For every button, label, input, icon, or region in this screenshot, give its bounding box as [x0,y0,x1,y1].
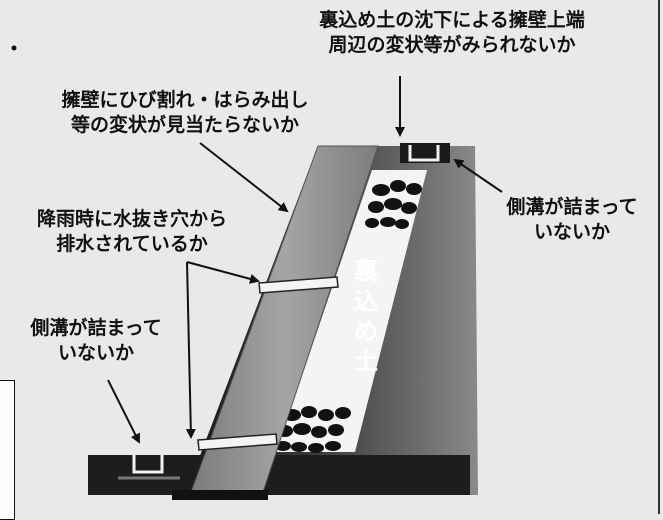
callout-right-ditch-line-1: 側溝が詰まって [506,196,638,218]
callout-bottom-ditch: 側溝が詰まって いないか [16,316,176,366]
right-border-line [658,0,660,514]
callout-bottom-ditch-line-1: 側溝が詰まって [30,317,162,339]
bottom-ditch [118,455,180,480]
callout-right-ditch-line-2: いないか [533,221,610,243]
arrow-bottom-ditch [107,379,140,444]
page-mark-dot [11,45,17,51]
callout-right-ditch: 側溝が詰まって いないか [492,195,652,245]
top-ditch [400,143,450,163]
callout-weep-line-2: 排水されているか [56,233,208,255]
callout-crack-line-1: 擁壁にひび割れ・はらみ出し [61,89,309,111]
callout-crack-line-2: 等の変状が見当たらないか [70,114,299,136]
callout-top-line-1: 裏込め土の沈下による擁壁上端 [319,9,585,31]
arrow-weep-upper [186,261,260,284]
arrow-right-ditch [453,158,503,193]
backfill-label: 裏 込 め 土 [351,256,381,376]
wall-footing [172,490,268,500]
callout-top-settlement: 裏込め土の沈下による擁壁上端 周辺の変状等がみられないか [297,8,607,58]
callout-top-line-2: 周辺の変状等がみられないか [328,34,576,56]
arrow-weep-lower [185,261,196,439]
backfill-char-2: 込 [354,287,378,315]
arrow-wall-crack [199,142,289,213]
gravel-top [365,180,422,229]
weep-hole-upper [258,276,339,294]
backfill-char-3: め [354,317,378,345]
lower-ground [88,455,470,495]
backfill-char-1: 裏 [354,257,378,285]
weep-hole-lower [197,433,278,451]
backfill-soil [276,170,427,452]
callout-weep-hole: 降雨時に水抜き穴から 排水されているか [6,207,258,257]
callout-wall-crack: 擁壁にひび割れ・はらみ出し 等の変状が見当たらないか [40,88,330,138]
backfill-char-4: 土 [354,347,378,375]
callout-bottom-ditch-line-2: いないか [57,342,134,364]
callout-weep-line-1: 降雨時に水抜き穴から [36,208,227,230]
callout-arrows [107,76,503,444]
